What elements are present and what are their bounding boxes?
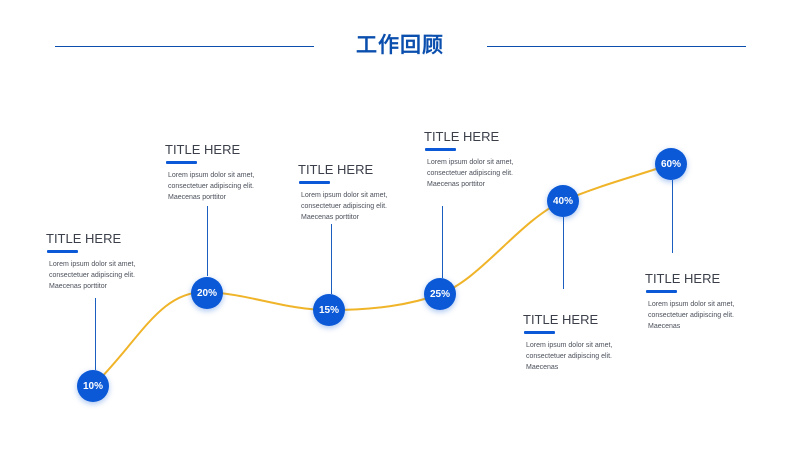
connector-1 (95, 298, 96, 370)
connector-5 (563, 217, 564, 289)
step-4-body: Lorem ipsum dolor sit amet, consectetuer… (427, 159, 514, 188)
step-6-underline (646, 290, 677, 293)
connector-6 (672, 180, 673, 253)
step-1-underline (47, 250, 78, 253)
step-6-body: Lorem ipsum dolor sit amet, consectetuer… (648, 301, 735, 330)
step-5-title: TITLE HERE (523, 312, 599, 327)
step-2-label: TITLE HERE Lorem ipsum dolor sit amet, c… (165, 142, 275, 203)
step-4-underline (425, 148, 456, 151)
step-5-label: TITLE HERE Lorem ipsum dolor sit amet, c… (523, 312, 633, 373)
step-4-title: TITLE HERE (424, 129, 500, 144)
step-5-underline (524, 331, 555, 334)
step-6-label: TITLE HERE Lorem ipsum dolor sit amet, c… (645, 271, 755, 332)
step-2-underline (166, 161, 197, 164)
step-1-title: TITLE HERE (46, 231, 122, 246)
step-3-label: TITLE HERE Lorem ipsum dolor sit amet, c… (298, 162, 408, 223)
step-1-body: Lorem ipsum dolor sit amet, consectetuer… (49, 261, 136, 290)
step-6-title: TITLE HERE (645, 271, 721, 286)
step-3-title: TITLE HERE (298, 162, 374, 177)
step-3-value: 15% (313, 294, 345, 326)
connector-3 (331, 224, 332, 294)
step-5-value: 40% (547, 185, 579, 217)
header-rule-left (55, 46, 314, 47)
step-2-body: Lorem ipsum dolor sit amet, consectetuer… (168, 172, 255, 201)
step-4-value: 25% (424, 278, 456, 310)
step-6-value: 60% (655, 148, 687, 180)
step-3-underline (299, 181, 330, 184)
header-rule-right (487, 46, 746, 47)
step-1-value: 10% (77, 370, 109, 402)
step-4-label: TITLE HERE Lorem ipsum dolor sit amet, c… (424, 129, 534, 190)
step-1-label: TITLE HERE Lorem ipsum dolor sit amet, c… (46, 231, 156, 292)
connector-4 (442, 206, 443, 278)
step-2-title: TITLE HERE (165, 142, 241, 157)
step-2-value: 20% (191, 277, 223, 309)
page-title: 工作回顾 (356, 33, 444, 57)
step-5-body: Lorem ipsum dolor sit amet, consectetuer… (526, 342, 613, 371)
connector-2 (207, 206, 208, 276)
step-3-body: Lorem ipsum dolor sit amet, consectetuer… (301, 192, 388, 221)
